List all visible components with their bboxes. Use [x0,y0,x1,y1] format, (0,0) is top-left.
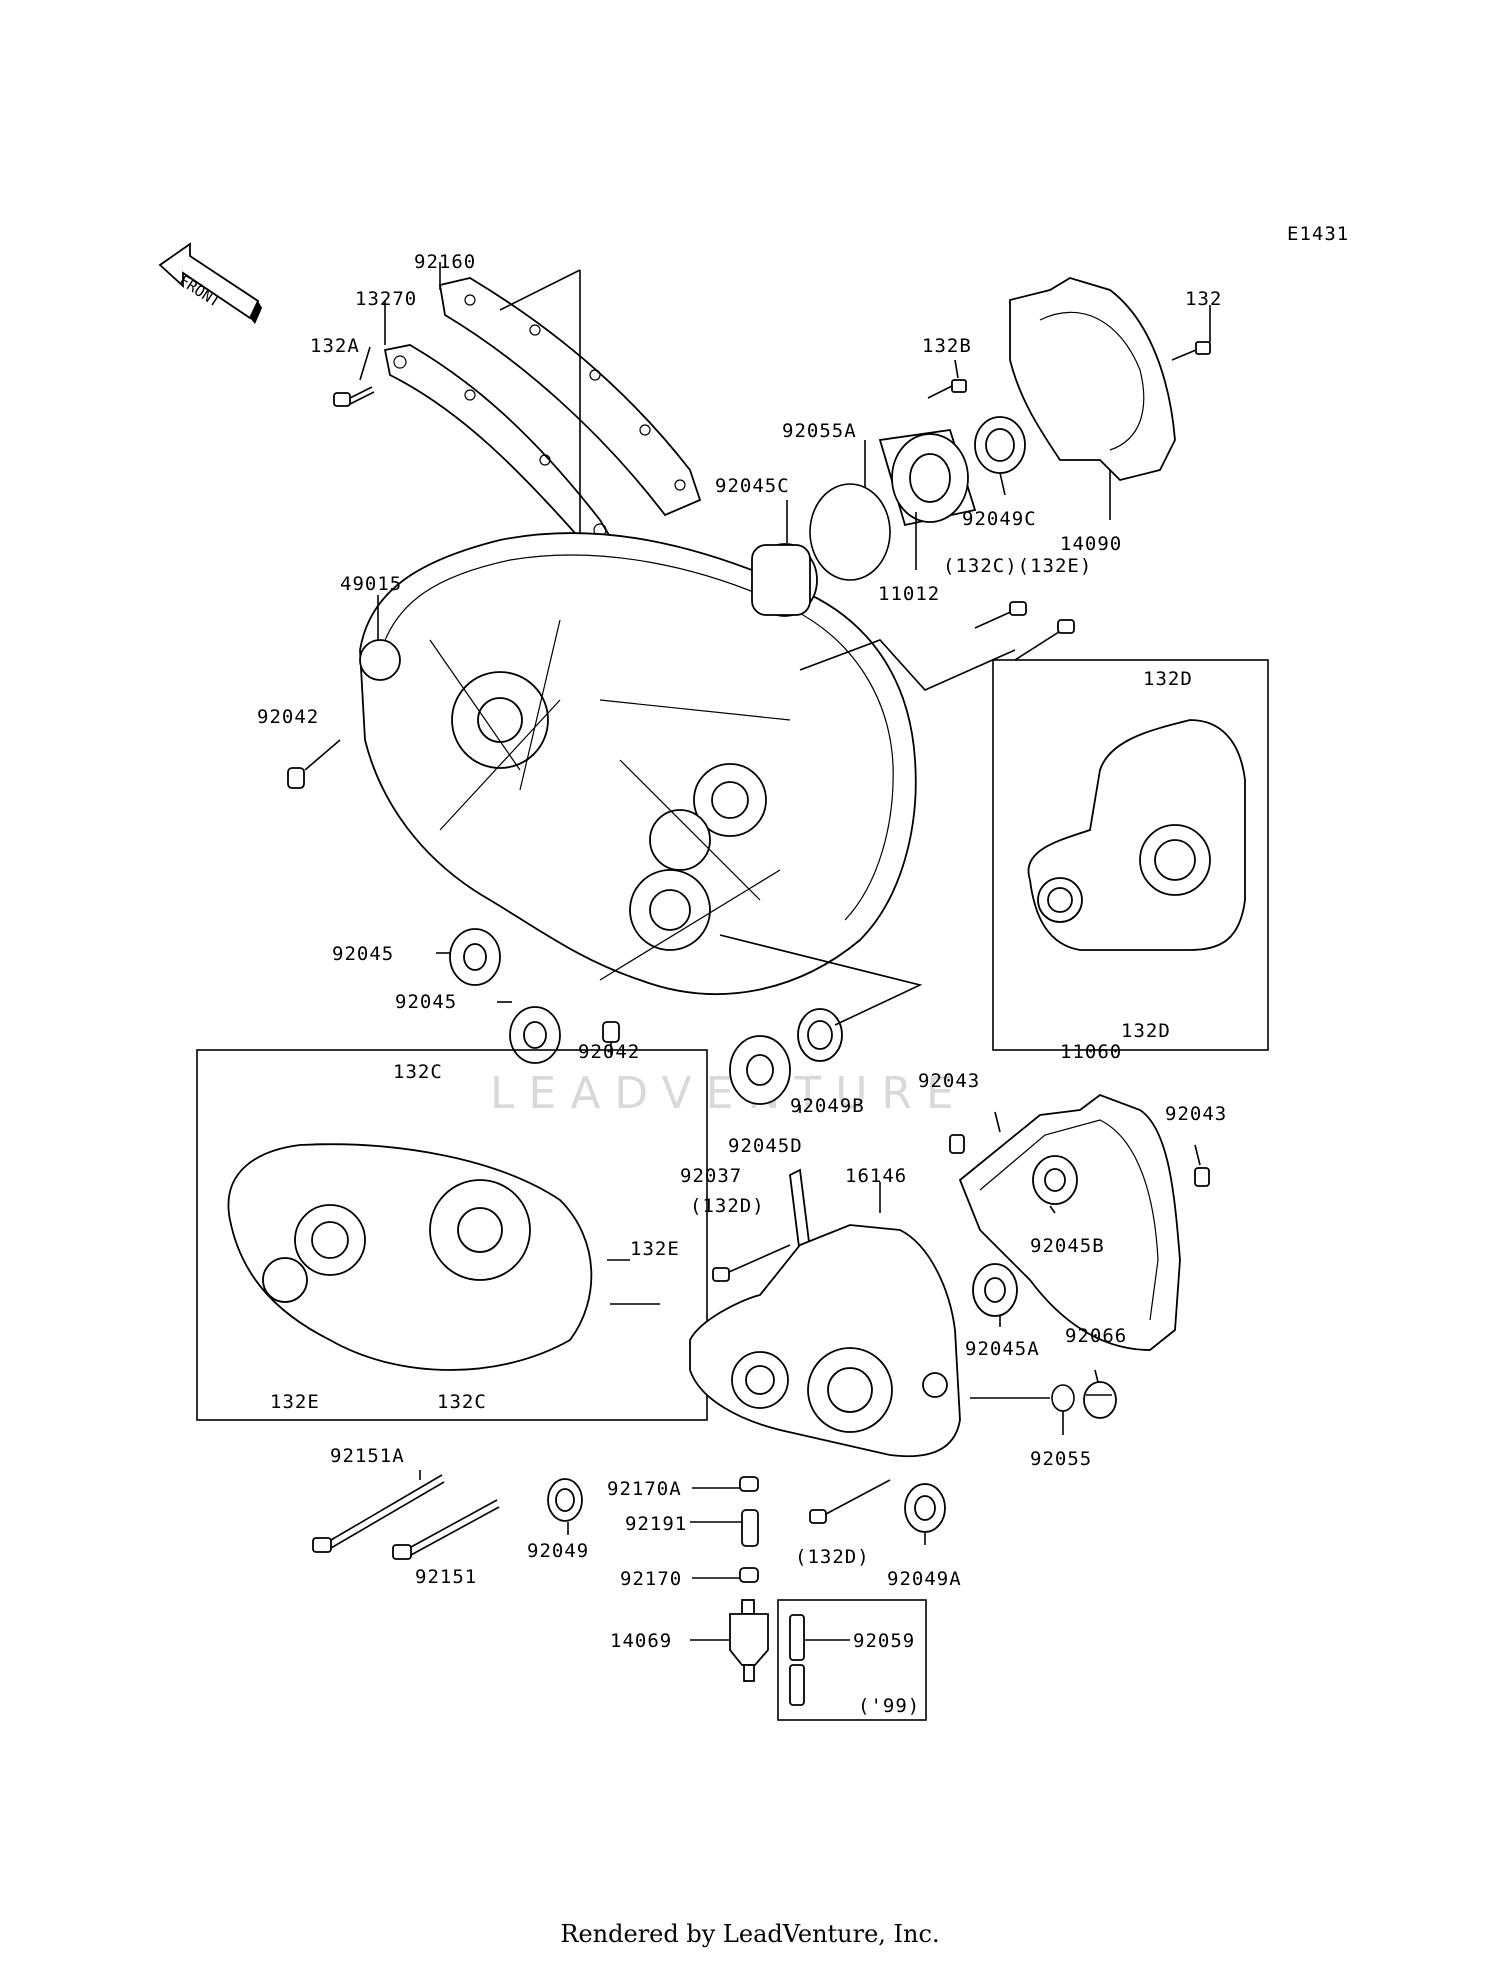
bearing-92045A [972,1263,1018,1317]
label-92170: 92170 [620,1568,682,1590]
footer-credit: Rendered by LeadVenture, Inc. [560,1920,940,1948]
bolt-132B [927,379,967,399]
label-132A: 132A [310,335,360,357]
clamp-92170 [739,1567,759,1583]
label-92037: 92037 [680,1165,742,1187]
label-13270: 13270 [355,288,417,310]
front-arrow-icon: FRONT [158,242,262,324]
label-132D-paren1: (132D) [690,1195,765,1217]
label-92160: 92160 [414,251,476,273]
label-92045-a: 92045 [332,943,394,965]
label-92045B: 92045B [1030,1235,1105,1257]
label-92049: 92049 [527,1540,589,1562]
plug-92066 [1083,1381,1117,1419]
inset-box-132C [196,1049,708,1421]
bolt-92151 [392,1499,500,1560]
gasket-14090 [1009,277,1176,481]
cover-16146 [689,1224,961,1458]
bolt-132C-132E [974,601,1075,661]
label-132E-bottom: 132E [270,1391,320,1413]
label-132C-bottom: 132C [437,1391,487,1413]
label-92191: 92191 [625,1513,687,1535]
o-ring-92055 [1051,1384,1075,1412]
label-132B: 132B [922,335,972,357]
inset-box-132D [992,659,1269,1051]
callout-labels: 92160 13270 132A 132 132B 92055A 92045C … [257,251,1227,1717]
bearing-92045C [751,543,818,617]
label-11012: 11012 [878,583,940,605]
label-92045C: 92045C [715,475,790,497]
label-14069: 14069 [610,1630,672,1652]
label-92042-a: 92042 [257,706,319,728]
bearing-92045-a [449,928,501,986]
bearing-92045-b [509,1006,561,1064]
bolt-132D-a [712,1244,791,1282]
bearing-92045D [729,1035,791,1105]
inset-box-99 [777,1599,927,1721]
leader-lines [304,262,1211,1641]
dowel-92042-a [287,767,305,789]
label-14090: 14090 [1060,533,1122,555]
cover-inset [1027,719,1246,951]
seal-92049 [547,1478,583,1522]
label-92042-b: 92042 [578,1041,640,1063]
clamp-92170A [739,1476,759,1492]
gasket-11060 [958,1093,1181,1351]
gasket-strip-92160 [438,277,702,517]
bolt-132D-b [809,1479,891,1524]
watermark-text: LEADVENTURE [490,1068,968,1119]
bearing-housing-11012 [878,429,977,527]
crankcase-49015 [359,532,917,995]
label-132C-132E: (132C)(132E) [943,555,1092,577]
label-132D-paren2: (132D) [795,1546,870,1568]
label-92055: 92055 [1030,1448,1092,1470]
seal-92049C [974,416,1026,474]
label-132D-bottom: 132D [1121,1020,1171,1042]
label-92059: 92059 [853,1630,915,1652]
label-99: ('99) [858,1695,920,1717]
bearing-92045B [1032,1155,1078,1205]
label-132D-top: 132D [1143,668,1193,690]
case-inset-left [227,1143,593,1371]
hose-92191 [741,1509,759,1547]
label-92151: 92151 [415,1566,477,1588]
label-11060: 11060 [1060,1041,1122,1063]
label-92043-a: 92043 [918,1070,980,1092]
bolt-132 [1171,341,1211,361]
seal-92049A [904,1483,946,1533]
label-49015: 49015 [340,573,402,595]
leader-92049B [719,934,923,1026]
label-132C-top: 132C [393,1061,443,1083]
label-92045D: 92045D [728,1135,803,1157]
bolt-92151A [312,1474,445,1553]
label-132: 132 [1185,288,1222,310]
filter-14069 [729,1599,769,1682]
label-92049B: 92049B [790,1095,865,1117]
label-16146: 16146 [845,1165,907,1187]
diagram-code: E1431 [1287,223,1349,245]
dowel-92043-a [949,1134,965,1154]
label-92055A: 92055A [782,420,857,442]
o-ring-92055A [809,483,891,581]
dowel-92043-b [1194,1167,1210,1187]
label-132E-right: 132E [630,1238,680,1260]
dowel-92042-b [602,1021,620,1043]
leader-132C-132E [799,639,1016,691]
label-92049C: 92049C [962,508,1037,530]
label-92045-b: 92045 [395,991,457,1013]
label-92043-b: 92043 [1165,1103,1227,1125]
label-92066: 92066 [1065,1325,1127,1347]
label-92045A: 92045A [965,1338,1040,1360]
label-92049A: 92049A [887,1568,962,1590]
label-92151A: 92151A [330,1445,405,1467]
hose-92059 [789,1614,805,1706]
label-92170A: 92170A [607,1478,682,1500]
seal-92049B [797,1008,843,1062]
bolt-132A [333,386,375,407]
